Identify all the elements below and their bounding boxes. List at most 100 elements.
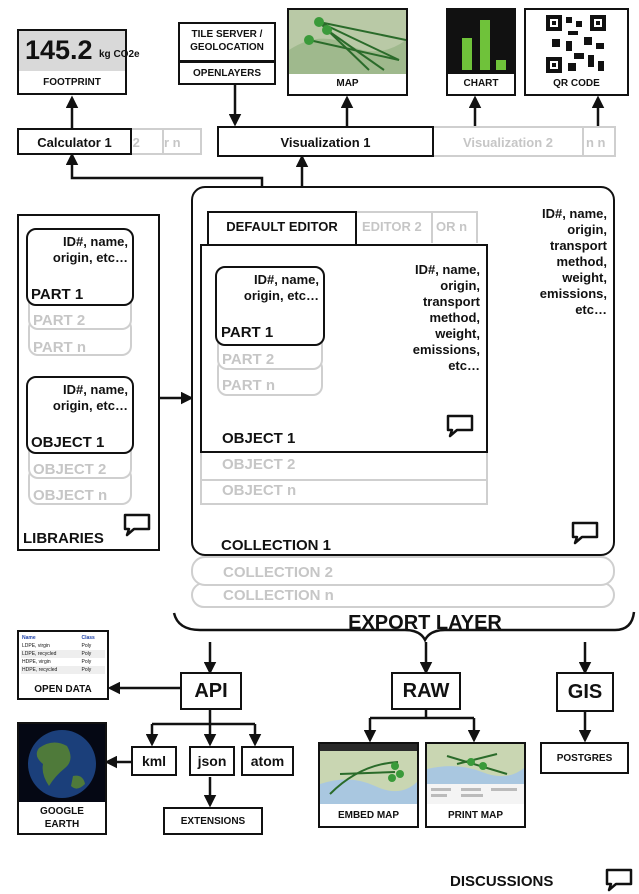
editor-n-tab[interactable]: OR n — [428, 211, 478, 243]
editor-2-tab[interactable]: EDITOR 2 — [355, 211, 433, 243]
export-layer-label: EXPORT LAYER — [348, 612, 502, 634]
raw-box[interactable]: RAW — [391, 672, 461, 710]
table-row: LDPE, recycled Poly — [21, 650, 105, 658]
table-cell: Poly — [81, 651, 92, 657]
postgres-label: POSTGRES — [556, 753, 613, 764]
table-cell: HDPE, virgin — [22, 659, 51, 665]
json-box[interactable]: json — [189, 746, 235, 776]
editor-object-1-info: ID#, name, origin, transport method, wei… — [412, 262, 480, 373]
table-cell: HDPE, recycled — [22, 667, 58, 673]
tile-server-label: TILE SERVER / GEOLOCATION — [190, 29, 264, 53]
editor-part-1-info: ID#, name, origin, etc… — [243, 272, 319, 303]
visualization-1-label: Visualization 1 — [280, 135, 371, 150]
embed-map-box[interactable]: EMBED MAP — [318, 742, 419, 828]
table-cell: LDPE, recycled — [22, 651, 57, 657]
kml-box[interactable]: kml — [131, 746, 177, 776]
print-map-box[interactable]: PRINT MAP — [425, 742, 526, 828]
collection-comment-icon[interactable] — [570, 521, 600, 545]
part-1-card[interactable]: ID#, name, origin, etc… PART 1 — [26, 228, 134, 306]
part-1-label: PART 1 — [31, 286, 84, 303]
table-cell: LDPE, virgin — [22, 643, 50, 649]
postgres-box[interactable]: POSTGRES — [540, 742, 629, 774]
open-data-label: OPEN DATA — [34, 684, 92, 695]
atom-box[interactable]: atom — [241, 746, 294, 776]
collection-n-label: COLLECTION n — [223, 587, 334, 604]
openlayers-label: OPENLAYERS — [193, 68, 261, 79]
discussions-comment-icon[interactable] — [604, 868, 634, 892]
calculator-n-label: r n — [164, 135, 181, 150]
collection-2-card[interactable]: COLLECTION 2 — [191, 556, 615, 586]
object-n-label: OBJECT n — [33, 487, 108, 504]
visualization-2-box: Visualization 2 — [432, 126, 584, 157]
libraries-panel: PART n PART 2 ID#, name, origin, etc… PA… — [17, 214, 160, 551]
open-data-header: Name — [22, 635, 36, 641]
object-1-card[interactable]: ID#, name, origin, etc… OBJECT 1 — [26, 376, 134, 454]
raw-label: RAW — [402, 680, 450, 702]
visualization-n-label: n n — [586, 135, 606, 150]
object-1-info: ID#, name, origin, etc… — [52, 382, 128, 413]
editor-object-1[interactable]: ID#, name, origin, transport method, wei… — [200, 244, 488, 453]
editor-object-n[interactable]: OBJECT n — [200, 479, 488, 505]
part-2-label: PART 2 — [33, 312, 86, 329]
object-2-label: OBJECT 2 — [33, 461, 107, 478]
table-row: HDPE, recycled Poly — [21, 666, 105, 674]
visualization-1-box: Visualization 1 — [217, 126, 434, 157]
table-cell: Poly — [81, 659, 92, 665]
print-map-label: PRINT MAP — [448, 810, 503, 821]
footprint-box: 145.2 kg CO2e FOOTPRINT — [17, 29, 140, 95]
table-cell: Poly — [81, 667, 92, 673]
collection-1-info: ID#, name, origin, transport method, wei… — [539, 206, 607, 317]
footprint-label: FOOTPRINT — [43, 77, 101, 88]
calculator-1-label: Calculator 1 — [37, 135, 112, 150]
editor-part-n-label: PART n — [222, 377, 276, 394]
libraries-comment-icon[interactable] — [122, 513, 152, 537]
json-label: json — [197, 753, 227, 769]
editor-2-label: EDITOR 2 — [362, 219, 422, 234]
visualization-2-label: Visualization 2 — [462, 135, 554, 150]
extensions-box[interactable]: EXTENSIONS — [163, 807, 263, 835]
api-box[interactable]: API — [180, 672, 242, 710]
map-thumbnail — [289, 10, 406, 74]
default-editor-tab[interactable]: DEFAULT EDITOR — [207, 211, 357, 245]
collection-1-label: COLLECTION 1 — [221, 537, 332, 554]
collection-n-card[interactable]: COLLECTION n — [191, 582, 615, 608]
map-label: MAP — [336, 78, 359, 89]
print-map-thumbnail — [427, 744, 524, 804]
api-label: API — [194, 680, 228, 702]
part-1-info: ID#, name, origin, etc… — [52, 234, 128, 265]
gis-box[interactable]: GIS — [556, 672, 614, 712]
openlayers-box: OPENLAYERS — [178, 61, 276, 85]
qr-thumbnail — [544, 13, 608, 75]
editor-object-2[interactable]: OBJECT 2 — [200, 452, 488, 481]
discussions-label: DISCUSSIONS — [450, 873, 554, 890]
object-1-label: OBJECT 1 — [31, 434, 105, 451]
object-comment-icon[interactable] — [445, 414, 475, 438]
google-earth-box: GOOGLE EARTH — [17, 722, 107, 835]
gis-label: GIS — [567, 681, 603, 703]
open-data-header: Class — [81, 635, 95, 641]
chart-box: CHART — [446, 8, 516, 96]
extensions-label: EXTENSIONS — [180, 816, 246, 827]
table-cell: Poly — [81, 643, 92, 649]
qr-label: QR CODE — [553, 78, 600, 89]
atom-label: atom — [250, 753, 285, 769]
editor-n-label: OR n — [436, 219, 468, 234]
embed-map-thumbnail — [320, 744, 417, 804]
footprint-value: 145.2 — [25, 35, 93, 65]
editor-part-1[interactable]: ID#, name, origin, etc… PART 1 — [215, 266, 325, 346]
editor-part-2-label: PART 2 — [222, 351, 275, 368]
tile-server-box: TILE SERVER / GEOLOCATION — [178, 22, 276, 62]
chart-thumbnail — [448, 10, 514, 74]
embed-map-label: EMBED MAP — [337, 810, 400, 821]
calculator-1-box: Calculator 1 — [17, 128, 132, 155]
earth-thumbnail — [19, 724, 105, 802]
qr-box: QR CODE — [524, 8, 629, 96]
footprint-value-area — [19, 31, 125, 71]
calculator-n-box: r n — [158, 128, 202, 155]
table-row: HDPE, virgin Poly — [21, 658, 105, 666]
default-editor-label: DEFAULT EDITOR — [226, 219, 338, 234]
editor-object-2-label: OBJECT 2 — [222, 456, 296, 473]
footprint-unit: kg CO2e — [99, 49, 140, 60]
